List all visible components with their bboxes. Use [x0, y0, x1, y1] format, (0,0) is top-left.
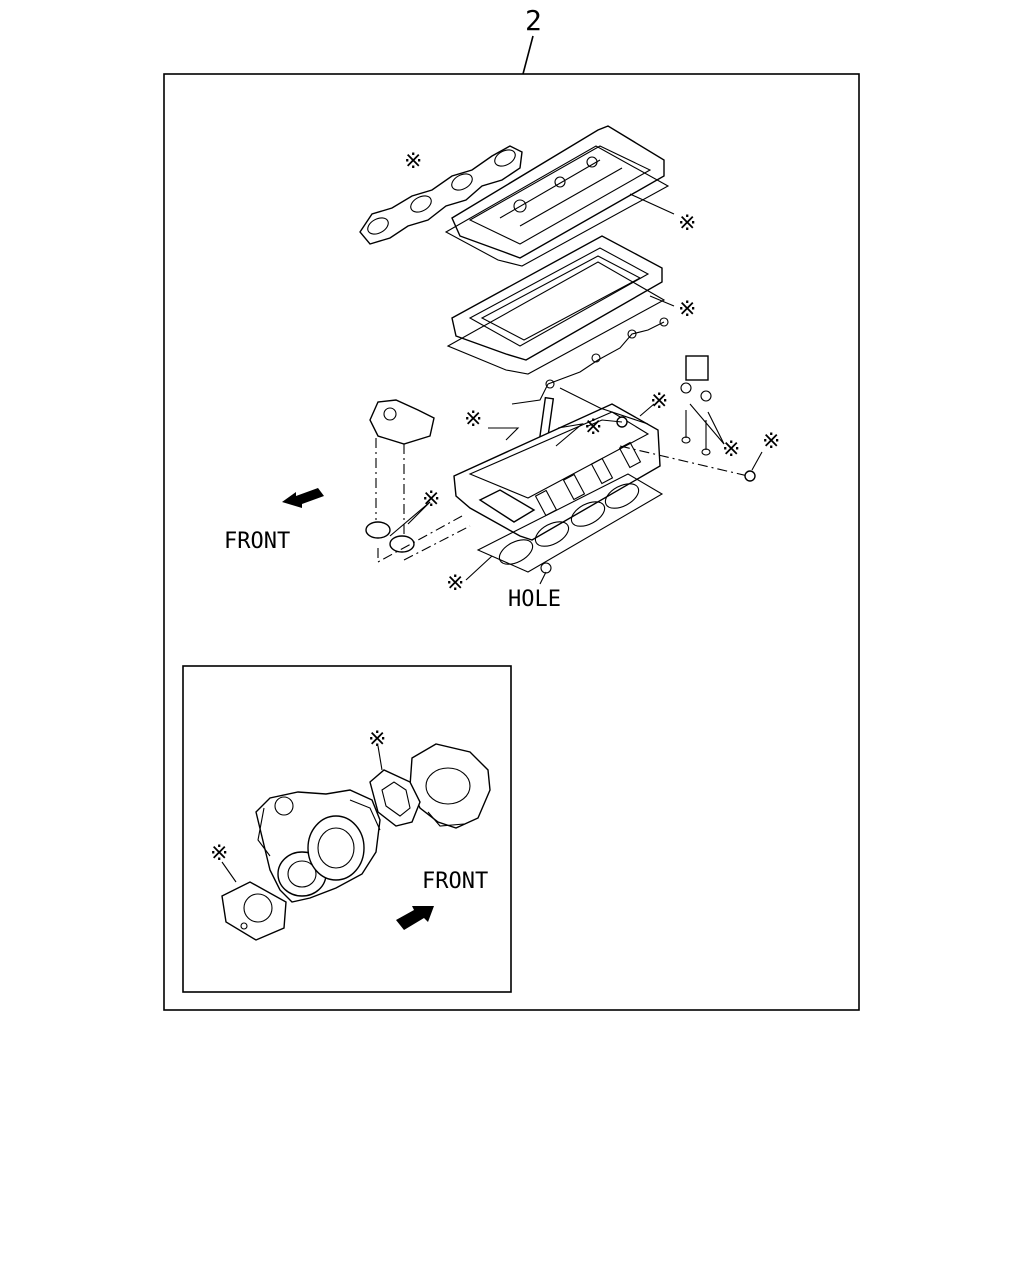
outlet-o-ring-2 [389, 535, 415, 553]
head-cover-gasket [444, 145, 670, 267]
marker-o-rings: ※ [422, 487, 440, 512]
turbo-inlet-gasket [221, 881, 287, 941]
water-outlet [369, 399, 435, 445]
callout-number: 2 [525, 4, 542, 37]
front-label-main: FRONT [224, 529, 290, 554]
cylinder-head [453, 403, 661, 541]
egr-gasket [369, 769, 421, 827]
outlet-o-ring-1 [365, 521, 391, 539]
marker-head-cover-gasket: ※ [678, 211, 696, 236]
front-arrow-inset [396, 906, 434, 930]
head-cover [451, 125, 665, 259]
marker-plug-seal-top: ※ [650, 389, 668, 414]
marker-turbo-gasket: ※ [210, 841, 228, 866]
marker-carrier-gasket: ※ [678, 297, 696, 322]
carrier-gasket-leader [649, 295, 675, 307]
head-cover-gasket-leader [629, 193, 675, 215]
front-arrow-main [282, 488, 324, 508]
valve-stem-seals [680, 355, 712, 456]
fuel-leak-off-pipe [547, 321, 665, 385]
head-gasket-leader [465, 555, 493, 581]
marker-exhaust-gasket: ※ [404, 149, 422, 174]
marker-injector-seal: ※ [464, 407, 482, 432]
main-frame [163, 73, 860, 1011]
camshaft-carrier [451, 235, 663, 361]
marker-pipe-seal: ※ [584, 415, 602, 440]
marker-egr-gasket: ※ [368, 727, 386, 752]
hole-label: HOLE [508, 587, 561, 612]
exhaust-manifold-gasket [359, 145, 523, 245]
hole-leader [539, 571, 547, 585]
carrier-gasket [446, 261, 666, 375]
callout-leader [522, 35, 534, 75]
marker-valve-seal: ※ [722, 437, 740, 462]
marker-plug-seal: ※ [762, 429, 780, 454]
inset-frame [182, 665, 512, 993]
egr-cooler [409, 743, 491, 829]
turbocharger [255, 789, 381, 903]
front-label-inset: FRONT [422, 869, 488, 894]
marker-head-gasket: ※ [446, 571, 464, 596]
plug-seal [744, 470, 756, 482]
